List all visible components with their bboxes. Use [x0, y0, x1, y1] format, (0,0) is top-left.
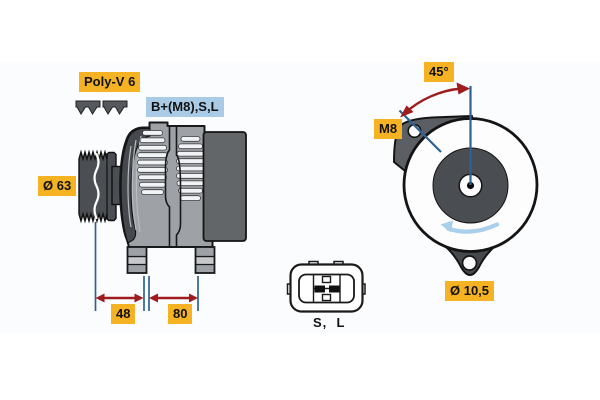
m8-thread-label: M8	[374, 119, 403, 140]
counterclockwise-rotation-arrow-icon	[440, 220, 500, 234]
pulley	[78, 149, 117, 224]
angle-45-label: 45°	[424, 62, 454, 83]
terminals-label: B+(M8),S,L	[146, 97, 224, 118]
poly-v-belt-profile-icon	[75, 100, 128, 115]
cooling-fins-front	[137, 130, 168, 195]
belt-type-label: Poly-V 6	[79, 72, 141, 93]
connector-pins-label: S, L	[313, 315, 346, 330]
pulley-diameter-label: Ø 63	[38, 176, 77, 197]
hole-diameter-label: Ø 10,5	[445, 281, 495, 302]
housing-seams	[164, 126, 182, 247]
alternator-front-view	[393, 82, 539, 276]
dimension-arrows	[95, 293, 198, 303]
angle-reference-lines	[398, 86, 472, 185]
mounting-feet	[126, 246, 216, 274]
rear-cover	[202, 131, 247, 242]
connector-inner-frame	[298, 273, 355, 304]
connector-plug-detail	[286, 260, 366, 313]
alternator-side-view	[75, 100, 247, 311]
mounting-hole-bottom	[461, 255, 478, 271]
front-housing-shading	[120, 127, 151, 244]
shaft-center-dot	[466, 181, 475, 190]
cooling-fins-rear	[176, 136, 205, 201]
dimension-48-label: 48	[111, 304, 136, 325]
connector-pins	[314, 285, 340, 293]
angle-arc-arrow	[400, 82, 470, 118]
dimension-extension-lines	[94, 222, 199, 311]
dimension-80-label: 80	[168, 304, 193, 325]
pulley-highlight	[93, 152, 100, 220]
